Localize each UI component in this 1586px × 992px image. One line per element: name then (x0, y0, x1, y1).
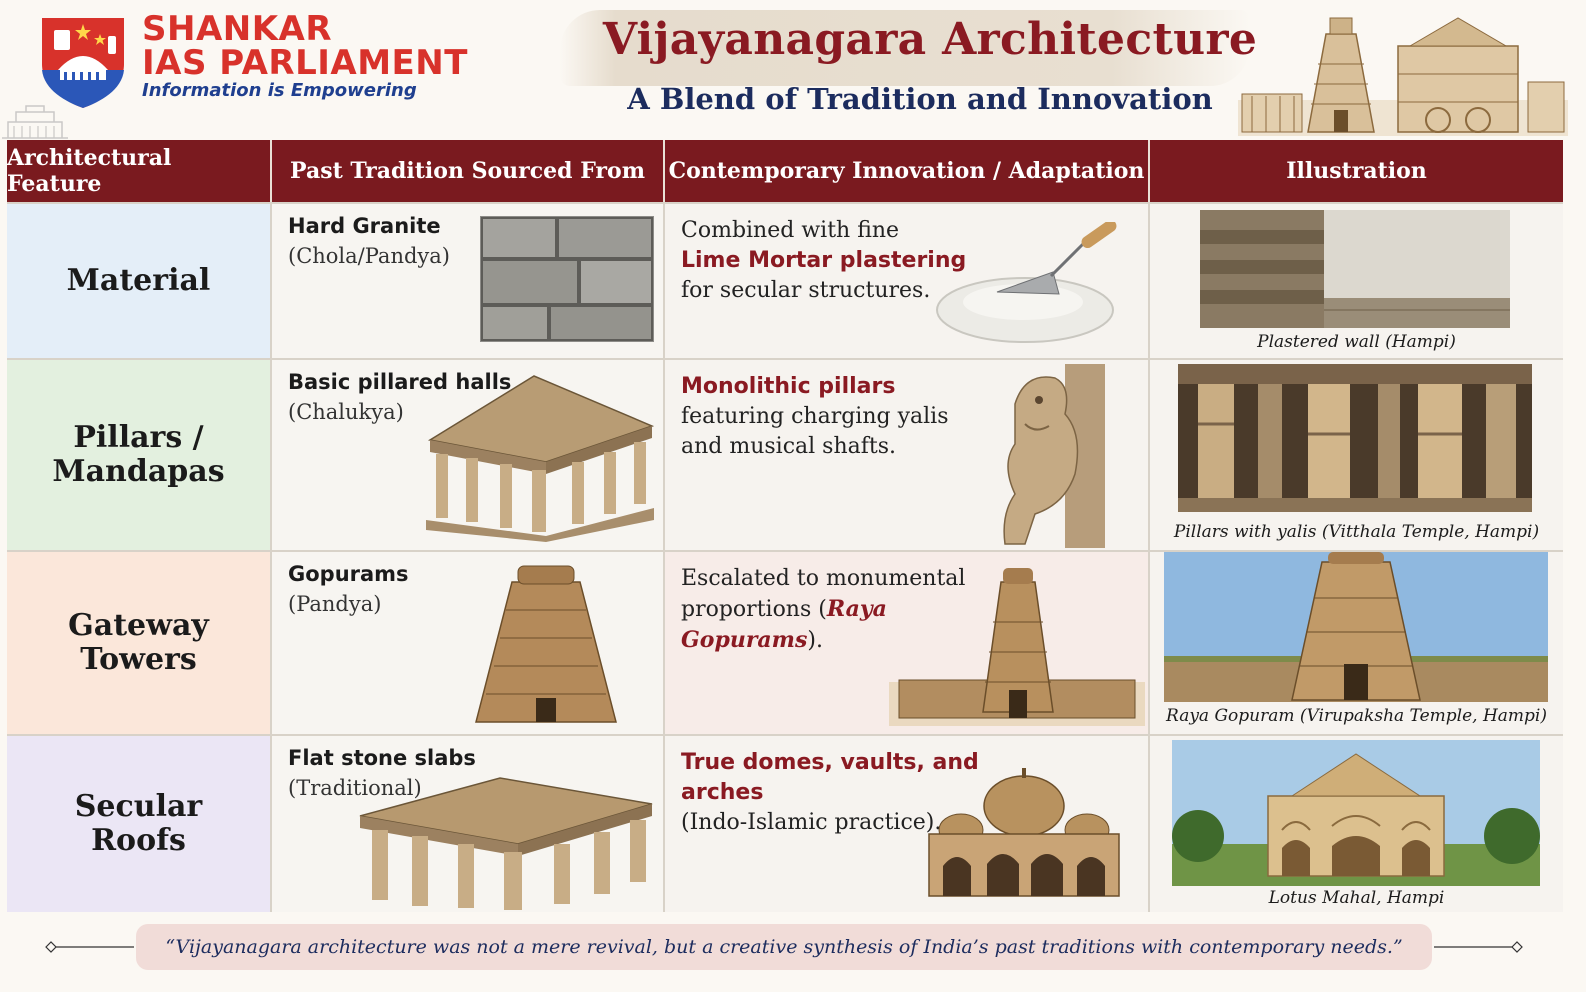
flat-roof-mandapa-image (359, 777, 653, 910)
gopuram-image (475, 565, 617, 723)
illustration-cell: Pillars with yalis (Vitthala Temple, Ham… (1150, 360, 1563, 550)
feature-cell: Secular Roofs (7, 736, 272, 912)
past-tradition-source: (Chalukya) (288, 400, 404, 424)
temple-sketch-icon (2, 105, 68, 139)
column-header-feature: Architectural Feature (7, 140, 272, 202)
illustration-cell: Lotus Mahal, Hampi (1150, 736, 1563, 912)
illustration-caption: Lotus Mahal, Hampi (1268, 888, 1445, 908)
innovation-prefix: Combined with fine (681, 218, 900, 243)
page-header: SHANKAR IAS PARLIAMENT Information is Em… (0, 0, 1586, 139)
illustration-caption: Plastered wall (Hampi) (1257, 332, 1456, 352)
vitthala-pillars-image (1178, 364, 1532, 512)
innovation-highlight: Lime Mortar plastering (681, 248, 967, 273)
feature-cell: Pillars / Mandapas (7, 360, 272, 550)
table-row-gateway: Gateway Towers Gopurams (Pandya) Escalat… (7, 550, 1563, 734)
illustration-caption: Raya Gopuram (Virupaksha Temple, Hampi) (1166, 706, 1547, 726)
footer-ornament-left (45, 941, 134, 953)
innovation-text: Combined with fine Lime Mortar plasterin… (681, 216, 981, 306)
brand-name-line1: SHANKAR (142, 9, 333, 49)
title-brush-background (560, 10, 1250, 86)
architecture-table: Architectural Feature Past Tradition Sou… (7, 140, 1563, 912)
illustration-cell: Plastered wall (Hampi) (1150, 204, 1563, 358)
raya-gopuram-image (889, 568, 1145, 726)
innovation-suffix: featuring charging yalis and musical sha… (681, 404, 949, 459)
footer-ornament-right (1434, 941, 1523, 953)
brand-tagline: Information is Empowering (142, 80, 417, 101)
granite-blocks-image (480, 216, 654, 342)
yali-sculpture-image (1003, 364, 1105, 548)
innovation-text: True domes, vaults, and arches (Indo-Isl… (681, 748, 1041, 838)
innovation-cell: Monolithic pillars featuring charging ya… (665, 360, 1150, 550)
feature-cell: Material (7, 204, 272, 358)
page-subtitle: A Blend of Tradition and Innovation (627, 82, 1213, 116)
past-tradition-cell: Gopurams (Pandya) (272, 552, 665, 734)
page-title: Vijayanagara Architecture (602, 14, 1258, 65)
column-header-innovation: Contemporary Innovation / Adaptation (665, 140, 1150, 202)
innovation-suffix: ). (807, 628, 823, 653)
past-tradition-title: Hard Granite (288, 214, 441, 238)
feature-cell: Gateway Towers (7, 552, 272, 734)
past-tradition-source: (Traditional) (288, 776, 422, 800)
column-header-past: Past Tradition Sourced From (272, 140, 665, 202)
illustration-cell: Raya Gopuram (Virupaksha Temple, Hampi) (1150, 552, 1563, 734)
innovation-highlight: Monolithic pillars (681, 374, 896, 399)
innovation-highlight: Raya Gopurams (681, 596, 887, 653)
table-header-row: Architectural Feature Past Tradition Sou… (7, 140, 1563, 202)
domed-pavilion-image (928, 768, 1120, 897)
past-tradition-cell: Flat stone slabs (Traditional) (272, 736, 665, 912)
pillared-hall-image (426, 375, 655, 542)
trowel-mortar-image (936, 222, 1117, 343)
past-tradition-source: (Pandya) (288, 592, 382, 616)
column-header-illustration: Illustration (1286, 158, 1427, 184)
past-tradition-title: Gopurams (288, 562, 409, 586)
lotus-mahal-image (1172, 740, 1540, 886)
virupaksha-gopuram-image (1164, 552, 1548, 702)
footer-quote: “Vijayanagara architecture was not a mer… (136, 924, 1432, 970)
innovation-text: Monolithic pillars featuring charging ya… (681, 372, 961, 462)
table-row-pillars: Pillars / Mandapas Basic pillared halls … (7, 358, 1563, 550)
shankar-ias-shield-logo (42, 18, 124, 108)
innovation-cell: Combined with fine Lime Mortar plasterin… (665, 204, 1150, 358)
innovation-suffix: (Indo-Islamic practice). (681, 810, 942, 835)
past-tradition-cell: Basic pillared halls (Chalukya) (272, 360, 665, 550)
innovation-highlight: True domes, vaults, and arches (681, 750, 979, 805)
innovation-prefix: Escalated to monumental proportions ( (681, 566, 966, 622)
illustration-caption: Pillars with yalis (Vitthala Temple, Ham… (1173, 522, 1540, 542)
innovation-cell: True domes, vaults, and arches (Indo-Isl… (665, 736, 1150, 912)
table-row-material: Material Hard Granite (Chola/Pandya) Com… (7, 202, 1563, 358)
brand-name-line2: IAS PARLIAMENT (142, 43, 468, 83)
innovation-cell: Escalated to monumental proportions (Ray… (665, 552, 1150, 734)
past-tradition-source: (Chola/Pandya) (288, 244, 450, 268)
past-tradition-title: Flat stone slabs (288, 746, 476, 770)
table-row-secular-roofs: Secular Roofs Flat stone slabs (Traditio… (7, 734, 1563, 912)
innovation-suffix: for secular structures. (681, 278, 931, 303)
past-tradition-cell: Hard Granite (Chola/Pandya) (272, 204, 665, 358)
temple-skyline-illustration (1238, 17, 1568, 136)
innovation-text: Escalated to monumental proportions (Ray… (681, 564, 1021, 656)
past-tradition-title: Basic pillared halls (288, 370, 512, 394)
plastered-wall-image (1200, 210, 1510, 328)
